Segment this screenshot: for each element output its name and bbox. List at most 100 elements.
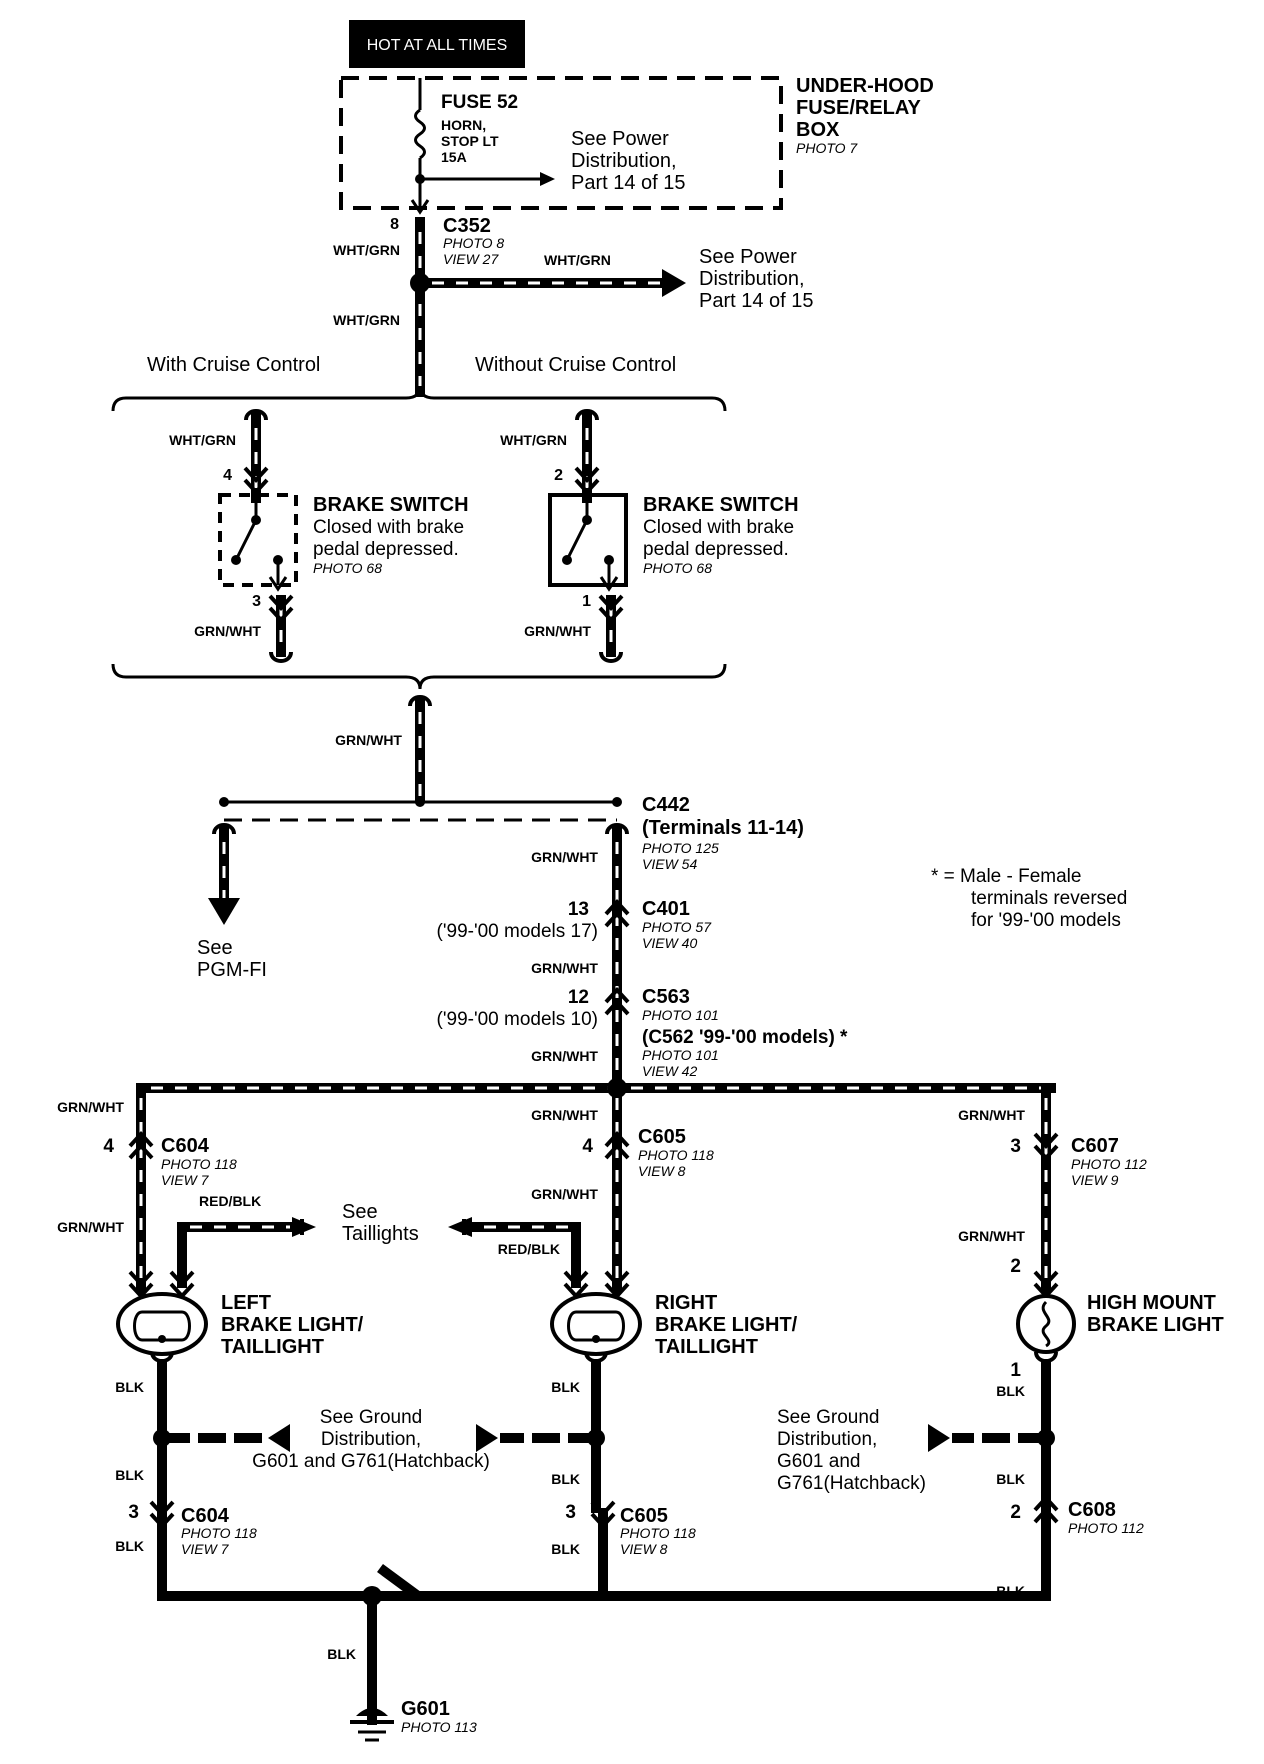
right-lamp-branch: [448, 1083, 642, 1528]
note-line-2: terminals reversed: [971, 888, 1127, 909]
c442-view: VIEW 54: [642, 856, 697, 872]
high-wire-mid: GRN/WHT: [958, 1228, 1025, 1244]
merge-wire: GRN/WHT: [335, 732, 402, 748]
right-title-2: BRAKE LIGHT/: [655, 1314, 798, 1336]
c563-alt-name: (C562 '99-'00 models) *: [642, 1027, 848, 1048]
left-gnd-photo: PHOTO 118: [181, 1525, 257, 1541]
left-gnd-conn: C604: [181, 1505, 230, 1527]
left-title-3: TAILLIGHT: [221, 1336, 324, 1358]
fuse-amp: 15A: [441, 149, 467, 165]
c352-photo: PHOTO 8: [443, 235, 504, 251]
c401-photo: PHOTO 57: [642, 919, 712, 935]
c563-photo: PHOTO 101: [642, 1007, 719, 1023]
left-pin: 4: [103, 1136, 114, 1157]
right-gnd-photo: PHOTO 118: [620, 1525, 696, 1541]
left-gnd-wire-2: BLK: [115, 1467, 144, 1483]
c352-connector: [410, 217, 686, 397]
sw2-photo: PHOTO 68: [643, 560, 712, 576]
high-title-1: HIGH MOUNT: [1087, 1292, 1216, 1314]
right-wire-mid: GRN/WHT: [531, 1186, 598, 1202]
brake-switch-cruise: [218, 409, 298, 663]
with-cruise-label: With Cruise Control: [147, 354, 320, 376]
fuse-desc-2: STOP LT: [441, 133, 499, 149]
left-tail-wire: RED/BLK: [199, 1193, 261, 1209]
high-gnd-wire-3: BLK: [996, 1583, 1025, 1599]
sw2-desc-1: Closed with brake: [643, 517, 794, 538]
high-pin: 3: [1010, 1136, 1021, 1157]
left-title-1: LEFT: [221, 1292, 271, 1314]
g601-photo: PHOTO 113: [401, 1719, 477, 1735]
sw2-pin-in: 2: [554, 467, 563, 484]
c352-wire-1: WHT/GRN: [333, 242, 400, 258]
c352-name: C352: [443, 215, 491, 237]
left-photo: PHOTO 118: [161, 1156, 237, 1172]
left-wire-top: GRN/WHT: [57, 1099, 124, 1115]
ground-left-3: G601 and G761(Hatchback): [252, 1451, 490, 1472]
high-wire-top: GRN/WHT: [958, 1107, 1025, 1123]
right-tail-wire: RED/BLK: [498, 1241, 560, 1257]
sw1-wire-in: WHT/GRN: [169, 432, 236, 448]
high-gnd-conn: C608: [1068, 1499, 1116, 1521]
c401-pin: 13: [568, 899, 589, 920]
c563-alt-photo: PHOTO 101: [642, 1047, 719, 1063]
c442-wire: GRN/WHT: [531, 849, 598, 865]
left-brake-light-icon: [116, 1292, 208, 1356]
arrow-down-icon: [208, 898, 240, 925]
note-line-1: * = Male - Female: [931, 866, 1081, 887]
g601-name: G601: [401, 1698, 450, 1720]
sw1-title: BRAKE SWITCH: [313, 494, 469, 516]
left-conn: C604: [161, 1135, 210, 1157]
right-view: VIEW 8: [638, 1163, 686, 1179]
right-title-3: TAILLIGHT: [655, 1336, 758, 1358]
arrow-icon: [540, 172, 555, 186]
sw1-photo: PHOTO 68: [313, 560, 382, 576]
high-mount-branch: [377, 1083, 1076, 1601]
high-title-2: BRAKE LIGHT: [1087, 1314, 1224, 1336]
fusebox-title-2: FUSE/RELAY: [796, 97, 922, 119]
c563-name: C563: [642, 986, 690, 1008]
right-gnd-view: VIEW 8: [620, 1541, 668, 1557]
c563-pin: 12: [568, 987, 589, 1008]
high-gnd-wire-1: BLK: [996, 1383, 1025, 1399]
sw1-wire-out: GRN/WHT: [194, 623, 261, 639]
fuse-see-2: Distribution,: [571, 150, 677, 172]
g601-wire: BLK: [327, 1646, 356, 1662]
ground-right-2: Distribution,: [777, 1429, 877, 1450]
fusebox-photo: PHOTO 7: [796, 140, 858, 156]
distribution-bus: [136, 1078, 1056, 1098]
right-photo: PHOTO 118: [638, 1147, 714, 1163]
ground-right-3: G601 and: [777, 1451, 860, 1472]
left-gnd-wire-3: BLK: [115, 1538, 144, 1554]
left-title-2: BRAKE LIGHT/: [221, 1314, 364, 1336]
c563-wire: GRN/WHT: [531, 1048, 598, 1064]
sw2-desc-2: pedal depressed.: [643, 539, 789, 560]
option-brace-bottom: [111, 663, 727, 801]
c563-view: VIEW 42: [642, 1063, 697, 1079]
left-lamp-branch: [116, 1083, 608, 1606]
taillights-name: Taillights: [342, 1223, 419, 1245]
right-wire-top: GRN/WHT: [531, 1107, 598, 1123]
fuse-label: FUSE 52: [441, 92, 518, 113]
c352-wire-branch: WHT/GRN: [544, 252, 611, 268]
fuse-icon: [414, 108, 426, 160]
right-conn: C605: [638, 1126, 686, 1148]
right-gnd-wire-2: BLK: [551, 1471, 580, 1487]
high-pin-in: 2: [1010, 1256, 1021, 1277]
high-gnd-photo: PHOTO 112: [1068, 1520, 1144, 1536]
note-line-3: for '99-'00 models: [971, 910, 1121, 931]
high-view: VIEW 9: [1071, 1172, 1119, 1188]
brake-switch-standard: [548, 409, 628, 663]
high-gnd-pin: 2: [1010, 1502, 1021, 1523]
c401-wire: GRN/WHT: [531, 960, 598, 976]
right-brake-light-icon: [550, 1292, 642, 1356]
taillights-see: See: [342, 1201, 378, 1223]
high-pin-out: 1: [1010, 1360, 1021, 1381]
arrow-icon: [662, 269, 686, 297]
left-gnd-wire-1: BLK: [115, 1379, 144, 1395]
sw1-pin-out: 3: [252, 593, 261, 610]
ground-left-2: Distribution,: [321, 1429, 421, 1450]
left-view: VIEW 7: [161, 1172, 210, 1188]
pgm-name: PGM-FI: [197, 959, 267, 981]
high-conn: C607: [1071, 1135, 1119, 1157]
